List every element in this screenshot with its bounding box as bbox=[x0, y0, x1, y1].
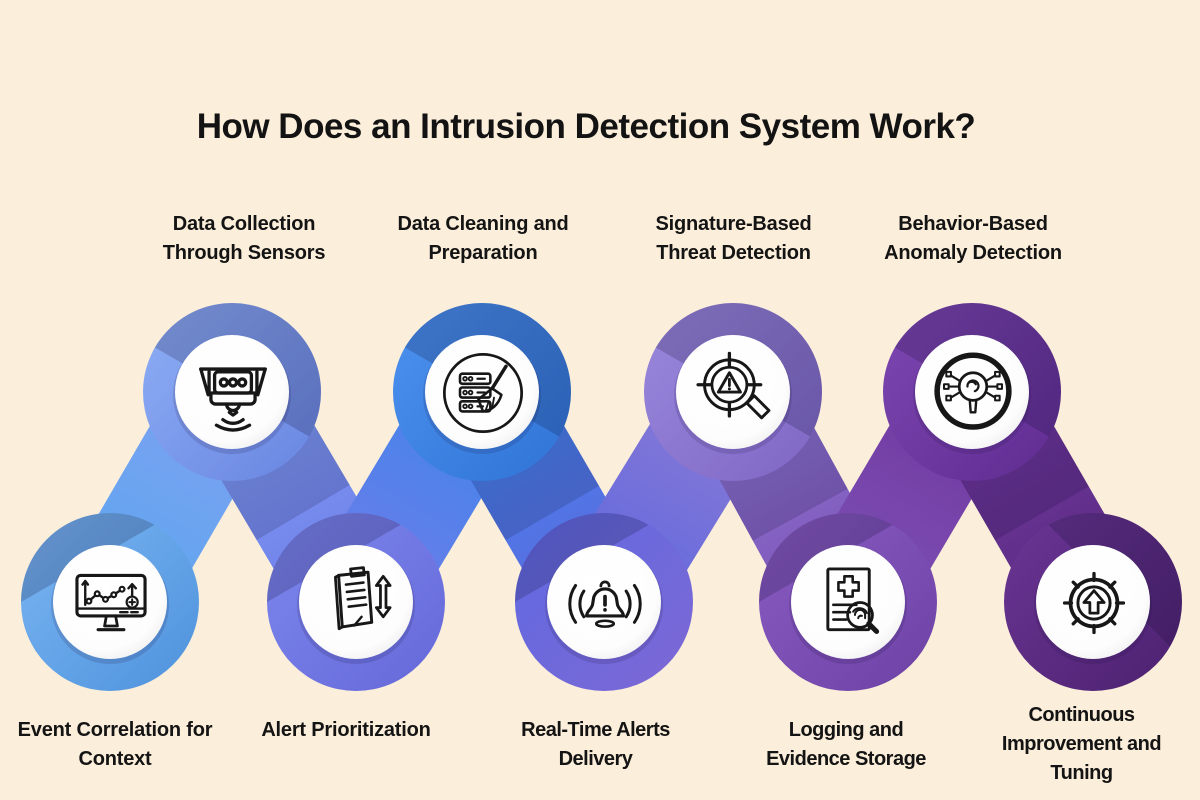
gear-arrow-icon bbox=[1048, 557, 1140, 649]
step-label-alert-prioritization: Alert Prioritization bbox=[261, 719, 431, 741]
step-label-data-cleaning: Data Cleaning and Preparation bbox=[397, 213, 569, 264]
evidence-search-icon bbox=[803, 557, 895, 649]
target-magnifier-icon bbox=[688, 347, 780, 439]
page-title: How Does an Intrusion Detection System W… bbox=[196, 107, 976, 146]
motion-sensor-icon bbox=[187, 347, 279, 439]
step-label-improvement: Continuous Improvement and Tuning bbox=[1001, 704, 1162, 784]
alert-bell-icon bbox=[559, 557, 651, 649]
step-label-signature-detection: Signature-Based Threat Detection bbox=[655, 213, 812, 264]
document-arrows-icon bbox=[311, 557, 403, 649]
step-label-logging: Logging and Evidence Storage bbox=[766, 719, 926, 770]
step-label-data-collection: Data Collection Through Sensors bbox=[162, 213, 326, 264]
step-label-event-correlation: Event Correlation for Context bbox=[17, 719, 213, 770]
monitor-chart-icon bbox=[65, 557, 157, 649]
step-label-realtime-alerts: Real-Time Alerts Delivery bbox=[521, 719, 670, 770]
step-label-anomaly-detection: Behavior-Based Anomaly Detection bbox=[884, 213, 1062, 264]
circuit-magnifier-icon bbox=[927, 347, 1019, 439]
server-cleaning-icon bbox=[437, 347, 529, 439]
